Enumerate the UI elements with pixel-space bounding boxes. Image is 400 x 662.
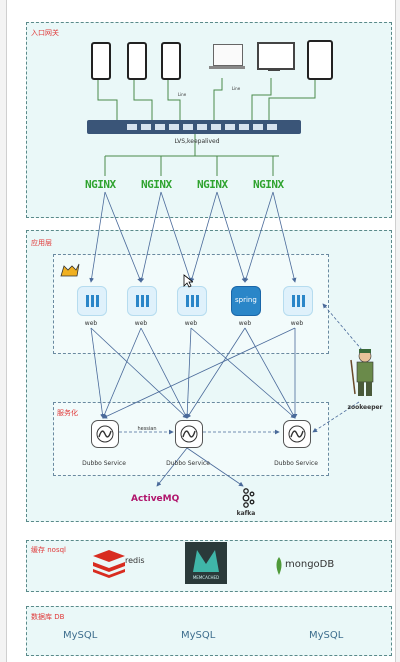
mysql-logo-2: MySQL <box>181 630 216 641</box>
nginx-label-1: NGINX <box>85 178 116 191</box>
mongodb-label: mongoDB <box>285 559 335 570</box>
dubbo-label-2: Dubbo Service <box>166 460 210 467</box>
spring-label: spring <box>235 296 257 304</box>
nginx-label-2: NGINX <box>141 178 172 191</box>
dubbo-label-1: Dubbo Service <box>82 460 126 467</box>
switch-to-nginx-links <box>104 134 279 176</box>
web-server-icon-1 <box>77 286 107 316</box>
nginx-label-3: NGINX <box>197 178 228 191</box>
monitor-stand-icon <box>268 68 280 71</box>
nginx-label-4: NGINX <box>253 178 284 191</box>
laptop-base-icon <box>209 66 245 69</box>
service-link-label: hessian <box>137 426 157 432</box>
web-to-service-links <box>90 327 298 419</box>
web-label-2: web <box>134 320 148 327</box>
laptop-icon <box>213 44 243 66</box>
diagram-page: 入口网关 应用层 服务化 缓存 nosql 数据库 DB <box>6 0 396 662</box>
mysql-logo-3: MySQL <box>309 630 344 641</box>
web-label-1: web <box>84 320 98 327</box>
web-server-icon-5 <box>283 286 313 316</box>
mongodb-logo: mongoDB <box>273 556 343 576</box>
tomcat-icon <box>59 262 81 278</box>
web-label-5: web <box>290 320 304 327</box>
dubbo-label-3: Dubbo Service <box>274 460 318 467</box>
lb-label: LVS,keepalived <box>174 138 220 145</box>
web-label-4: web <box>238 320 252 327</box>
web-server-icon-3 <box>177 286 207 316</box>
redis-label: redis <box>125 556 145 565</box>
dubbo-service-icon-1 <box>91 420 119 448</box>
switch-icon <box>87 120 301 134</box>
web-server-icon-2 <box>127 286 157 316</box>
activemq-logo: ActiveMQ <box>131 494 180 504</box>
web-label-3: web <box>184 320 198 327</box>
db-zone-title: 数据库 DB <box>31 613 65 621</box>
memcached-icon: MEMCACHED <box>185 542 227 584</box>
db-zone <box>26 606 392 656</box>
cache-zone-title: 缓存 nosql <box>31 546 66 554</box>
phone-icon-3 <box>161 42 181 80</box>
device-link-label-a: Line <box>177 92 187 97</box>
phone-icon-2 <box>127 42 147 80</box>
nginx-to-web-links <box>89 191 297 283</box>
service-zone-title: 服务化 <box>57 409 78 417</box>
monitor-icon <box>257 42 295 70</box>
app-zone-title: 应用层 <box>31 239 52 247</box>
dubbo-service-icon-2 <box>175 420 203 448</box>
device-links <box>97 78 316 121</box>
zookeeper-label: zookeeper <box>347 404 383 411</box>
redis-icon <box>91 548 127 578</box>
device-link-label-b: Line <box>231 86 241 91</box>
dubbo-service-icon-3 <box>283 420 311 448</box>
phone-icon-1 <box>91 42 111 80</box>
kafka-icon <box>237 488 255 508</box>
connections-layer <box>89 78 363 487</box>
mysql-logo-1: MySQL <box>63 630 98 641</box>
tablet-icon <box>307 40 333 80</box>
zookeeper-icon <box>347 346 381 398</box>
kafka-label: kafka <box>236 510 256 517</box>
memcached-label: MEMCACHED <box>192 575 220 580</box>
zookeeper-links <box>312 303 363 433</box>
service-to-mq-links <box>156 447 244 487</box>
spring-server-icon: spring <box>231 286 261 316</box>
gateway-zone-title: 入口网关 <box>31 29 59 37</box>
